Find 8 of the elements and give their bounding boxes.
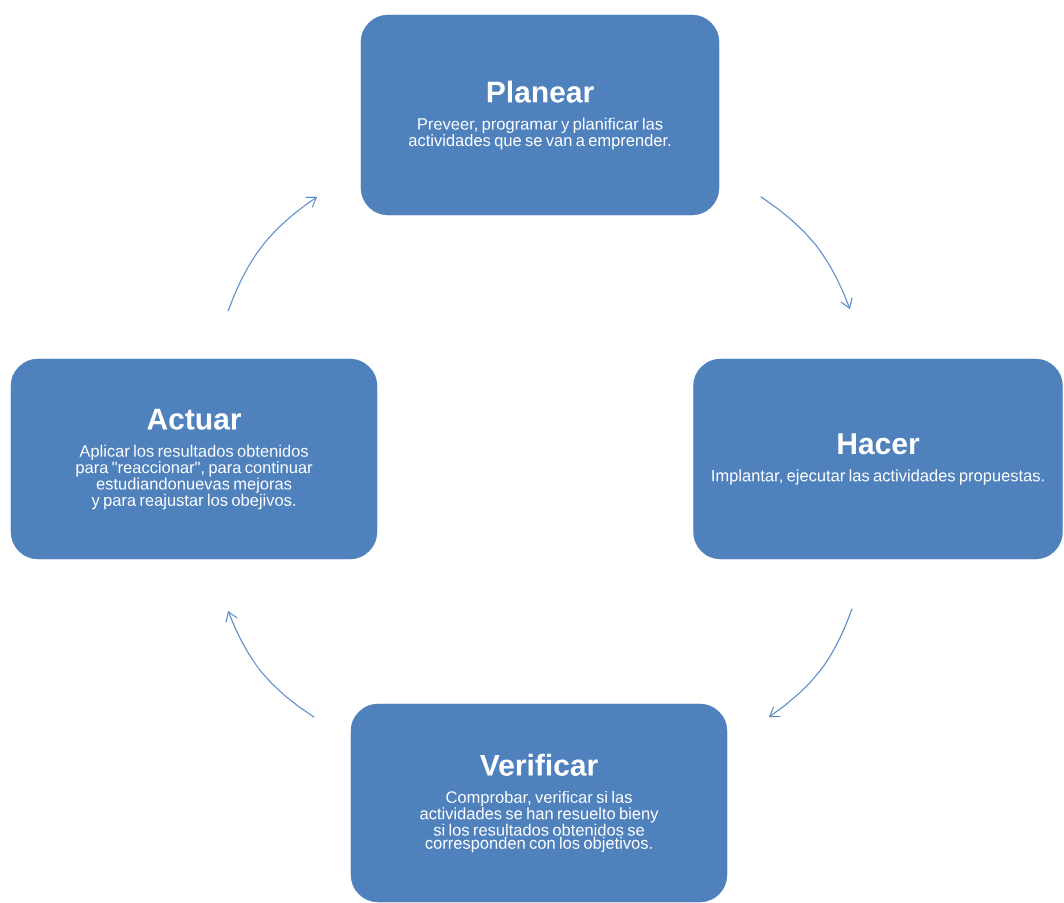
- process-box: Hacer Implantar, ejecutar las actividades propuestas.: [691, 357, 1064, 561]
- process-box: Actuar Aplicar los resultados obtenidos para "reaccionar", para continuar estudiandonuevas mejoras y para reajustar los obejivos.: [9, 357, 379, 561]
- process-box: Verificar Comprobar, verificar si las actividades se han resuelto bieny si los resultados obtenidos se corresponden con los objetivos.: [349, 702, 729, 903]
- process-box: Planear Preveer, programar y planificar las actividades que se van a emprender.: [359, 13, 721, 217]
- arrow: [227, 196, 318, 312]
- arrow: [768, 608, 853, 718]
- arrow: [760, 196, 853, 310]
- arrow: [225, 610, 315, 718]
